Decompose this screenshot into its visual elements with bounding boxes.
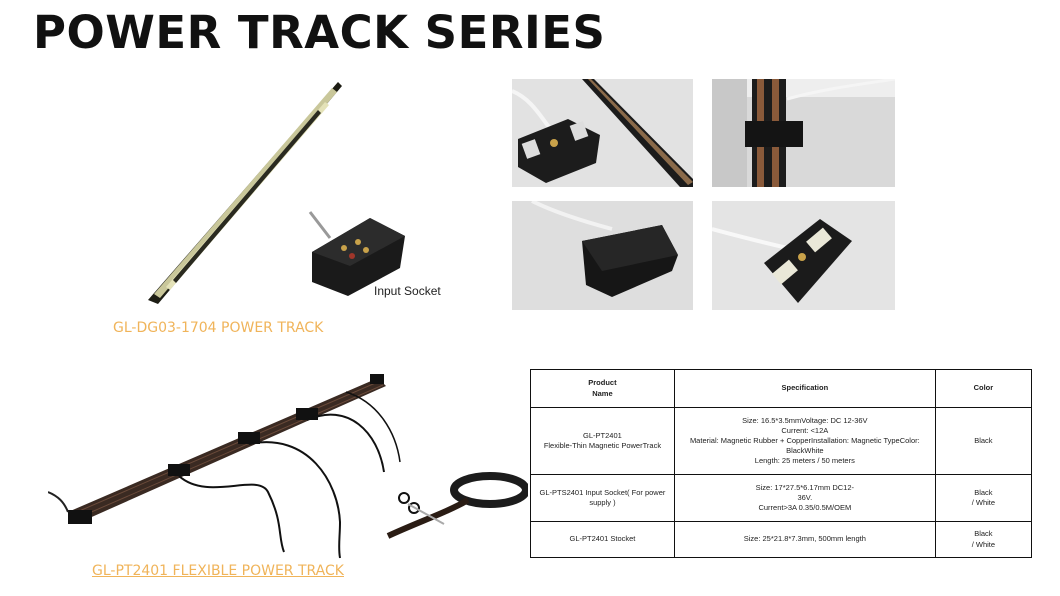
table-row: GL-PT2401 Stocket Size: 25*21.8*7.3mm, 5… <box>530 521 1033 558</box>
cell-product: GL-PT2401 Stocket <box>530 521 675 558</box>
page-title: POWER TRACK SERIES <box>33 6 606 59</box>
table-row: GL-PTS2401 Input Socket( For power suppl… <box>530 474 1033 522</box>
cell-product: GL-PT2401 Flexible-Thin Magnetic PowerTr… <box>530 407 675 475</box>
cell-specification: Size: 25*21.8*7.3mm, 500mm length <box>673 521 936 558</box>
header-specification: Specification <box>673 369 936 408</box>
cell-color: Black / White <box>934 474 1033 522</box>
cell-color: Black / White <box>934 521 1033 558</box>
cell-specification: Size: 17*27.5*6.17mm DC12- 36V. Current>… <box>673 474 936 522</box>
header-color: Color <box>934 369 1033 408</box>
table-row: GL-PT2401 Flexible-Thin Magnetic PowerTr… <box>530 407 1033 475</box>
photo-socket-cover <box>512 201 693 310</box>
photo-socket-installed <box>712 79 895 187</box>
cell-specification: Size: 16.5*3.5mmVoltage: DC 12-36V Curre… <box>673 407 936 475</box>
pt2401-flexible-track-photo <box>48 374 528 559</box>
dg03-track-photo <box>148 82 342 304</box>
header-product-name: Product Name <box>530 369 675 408</box>
cell-product: GL-PTS2401 Input Socket( For power suppl… <box>530 474 675 522</box>
dg03-caption: GL-DG03-1704 POWER TRACK <box>113 320 324 336</box>
input-socket-photo <box>308 211 405 296</box>
spec-table-header-row: Product Name Specification Color <box>530 369 1033 408</box>
photo-socket-underside <box>712 201 895 310</box>
cell-color: Black <box>934 407 1033 475</box>
pt2401-caption: GL-PT2401 FLEXIBLE POWER TRACK <box>92 563 344 579</box>
photo-track-socket <box>512 79 693 187</box>
input-socket-label: Input Socket <box>374 284 441 298</box>
spec-table: Product Name Specification Color GL-PT24… <box>530 369 1033 558</box>
